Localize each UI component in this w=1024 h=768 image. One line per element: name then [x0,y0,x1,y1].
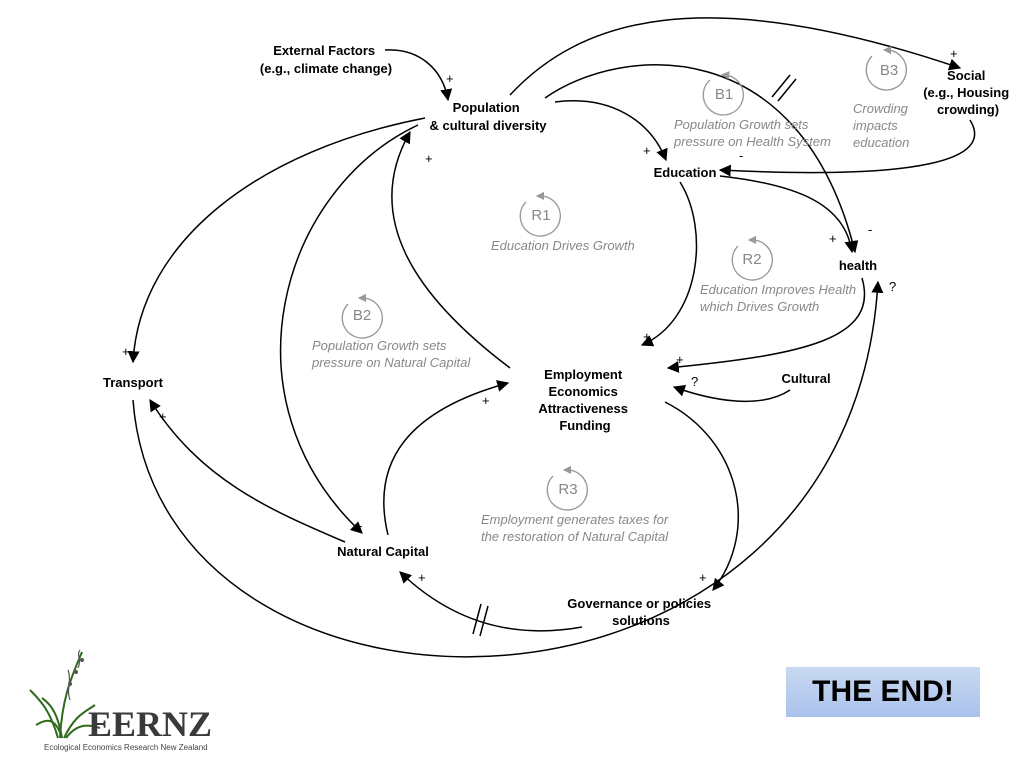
loop-arrow-icon [702,71,745,116]
polarity-label: - [868,222,872,237]
polarity-label: + [676,352,684,367]
loop-id: B1 [715,86,733,103]
link-education-to-employment [640,181,698,347]
polarity-label: + [425,151,433,166]
loop-id: R2 [742,251,761,268]
link-governance-to-naturalcapital [399,571,583,632]
polarity-label: ? [691,374,698,389]
polarity-label: + [643,143,651,158]
loop-arrow-icon [546,465,588,511]
link-naturalcapital-to-employment [383,380,510,536]
node-social: Social (e.g., Housing crowding) [923,68,1013,117]
loop-arrow-icon [341,293,383,339]
logo-name: EERNZ [88,704,212,744]
eernz-logo: EERNZ Ecological Economics Research New … [29,649,212,752]
loop-description: Population Growth sets pressure on Healt… [673,117,831,149]
loop-arrow-icon [865,45,907,91]
node-cultural: Cultural [781,371,830,386]
link-naturalcapital-to-transport [149,398,346,543]
polarity-label: + [829,231,837,246]
polarity-labels: + + + + - + - ? + + ? + + + - + + [122,46,958,585]
link-population-to-naturalcapital [279,124,419,534]
delay-mark [472,603,489,637]
the-end-text: THE END! [812,675,954,708]
loop-description: Education Drives Growth [491,238,635,253]
link-cultural-to-employment [672,385,791,403]
link-population-to-health [544,64,859,254]
loop-description: Education Improves Health which Drives G… [700,282,860,314]
node-education: Education [654,165,717,180]
loop-R2: R2 Education Improves Health which Drive… [700,235,860,314]
node-external-factors: External Factors (e.g., climate change) [260,43,392,76]
link-social-to-education [718,119,976,177]
polarity-label: - [358,518,362,533]
polarity-label: + [159,409,167,424]
link-transport-to-health [132,280,884,658]
polarity-label: + [643,329,651,344]
node-employment: Employment Economics Attractiveness Fund… [538,367,631,433]
loop-B1: B1 Population Growth sets pressure on He… [673,71,831,149]
loop-id: R3 [558,481,577,498]
polarity-label: + [699,570,707,585]
delay-mark [771,74,797,102]
polarity-label: - [739,148,743,163]
loop-arrow-icon [519,191,561,237]
flax-plant-icon [29,649,101,739]
loop-description: Employment generates taxes for the resto… [481,512,672,544]
polarity-label: + [446,71,454,86]
link-health-to-employment [666,277,866,373]
loop-arrow-icon [731,235,773,281]
links [127,17,976,658]
link-population-to-education [554,100,668,162]
loop-B2: B2 Population Growth sets pressure on Na… [311,293,471,370]
polarity-label: + [122,344,130,359]
link-employment-to-governance [664,401,739,591]
polarity-label: + [482,393,490,408]
link-population-to-social [509,17,962,96]
link-education-to-health [719,175,857,254]
node-transport: Transport [103,375,164,390]
polarity-label: ? [889,279,896,294]
loop-description: Population Growth sets pressure on Natur… [311,338,471,370]
node-population: Population & cultural diversity [429,100,547,133]
the-end-banner: THE END! [786,667,980,717]
loop-R1: R1 Education Drives Growth [491,191,635,253]
nodes: External Factors (e.g., climate change) … [103,43,1013,628]
logo-subtitle: Ecological Economics Research New Zealan… [44,743,208,752]
loop-id: R1 [531,207,550,224]
loop-R3: R3 Employment generates taxes for the re… [481,465,672,544]
loop-B3: B3 Crowding impacts education [853,45,912,150]
node-health: health [839,258,877,273]
loop-id: B2 [353,307,371,324]
node-natural-capital: Natural Capital [337,544,429,559]
link-population-to-transport [127,117,426,364]
loop-description: Crowding impacts education [853,101,912,150]
node-governance: Governance or policies solutions [567,596,714,628]
loop-id: B3 [880,62,898,79]
polarity-label: + [950,46,958,61]
polarity-label: + [418,570,426,585]
link-employment-to-population [391,130,511,369]
link-external-to-population [384,49,453,102]
